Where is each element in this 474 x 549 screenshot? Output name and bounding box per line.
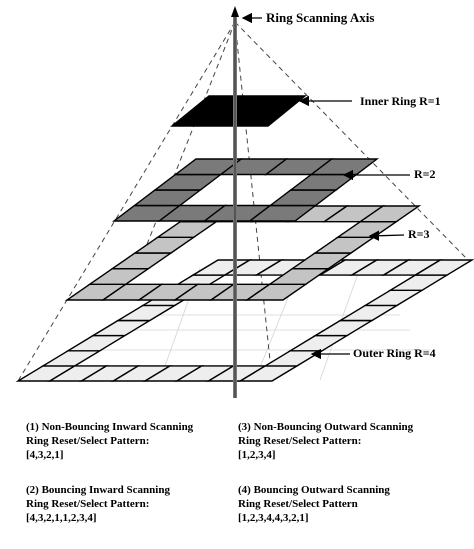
ring-cell <box>110 252 174 270</box>
scanning-axis <box>231 6 239 398</box>
ring-label-r3: R=3 <box>408 227 430 241</box>
ring-cell <box>287 334 350 352</box>
ring-cell <box>132 189 203 207</box>
pattern-note-1-line-1: (1) Non-Bouncing Inward Scanning <box>26 421 194 433</box>
pattern-note-2-line-3: [4,3,2,1,1,2,3,4] <box>26 512 97 524</box>
pattern-note-2-line-1: (2) Bouncing Inward Scanning <box>26 484 170 496</box>
ring-cell <box>87 268 151 285</box>
ring-r2 <box>111 158 380 222</box>
ring-label-inner: Inner Ring R=1 <box>360 94 441 108</box>
ring-cell <box>40 350 103 367</box>
pyramid-edges <box>17 21 469 382</box>
pattern-note-1-line-3: [4,3,2,1] <box>26 449 64 461</box>
pattern-note-3-line-3: [1,2,3,4] <box>238 449 276 461</box>
ring-r4 <box>15 259 474 382</box>
pattern-note-1-line-2: Ring Reset/Select Pattern: <box>26 435 150 447</box>
ring-cell <box>387 274 450 291</box>
pattern-note-4-line-1: (4) Bouncing Outward Scanning <box>238 484 390 496</box>
pattern-note-1: (1) Non-Bouncing Inward Scanning Ring Re… <box>26 420 193 462</box>
ring-cell <box>358 205 422 223</box>
ring-cell <box>268 189 339 207</box>
ring-label-outer: Outer Ring R=4 <box>353 346 436 360</box>
pattern-note-3-line-1: (3) Non-Bouncing Outward Scanning <box>238 421 414 433</box>
ring-cell <box>155 220 219 239</box>
ring-r1 <box>170 95 307 127</box>
ring-cell <box>312 319 375 337</box>
ring-cell <box>262 350 325 367</box>
pattern-note-4: (4) Bouncing Outward Scanning Ring Reset… <box>238 483 390 525</box>
ring-cell <box>337 304 400 322</box>
ring-cell <box>312 236 376 254</box>
pattern-note-2-line-2: Ring Reset/Select Pattern: <box>26 498 150 510</box>
label-arrows <box>241 12 410 360</box>
ring-cell <box>362 289 425 307</box>
pattern-note-3-line-2: Ring Reset/Select Pattern: <box>238 435 362 447</box>
pattern-note-4-line-2: Ring Reset/Select Pattern <box>238 498 358 510</box>
ring-cell <box>412 259 474 276</box>
ring-label-r2: R=2 <box>414 167 436 181</box>
axis-label: Ring Scanning Axis <box>266 10 375 25</box>
ring-cell <box>115 304 178 322</box>
ring-cell <box>132 236 196 254</box>
pattern-note-4-line-3: [1,2,3,4,4,3,2,1] <box>238 512 309 524</box>
ring-cell <box>309 158 380 176</box>
ring-cell <box>288 173 359 191</box>
pattern-note-2: (2) Bouncing Inward Scanning Ring Reset/… <box>26 483 170 525</box>
ring-cell <box>90 319 153 337</box>
pattern-note-3: (3) Non-Bouncing Outward Scanning Ring R… <box>238 420 413 462</box>
ring-cell <box>65 334 128 352</box>
ring-cell <box>152 173 223 191</box>
ring-cell <box>170 95 307 127</box>
